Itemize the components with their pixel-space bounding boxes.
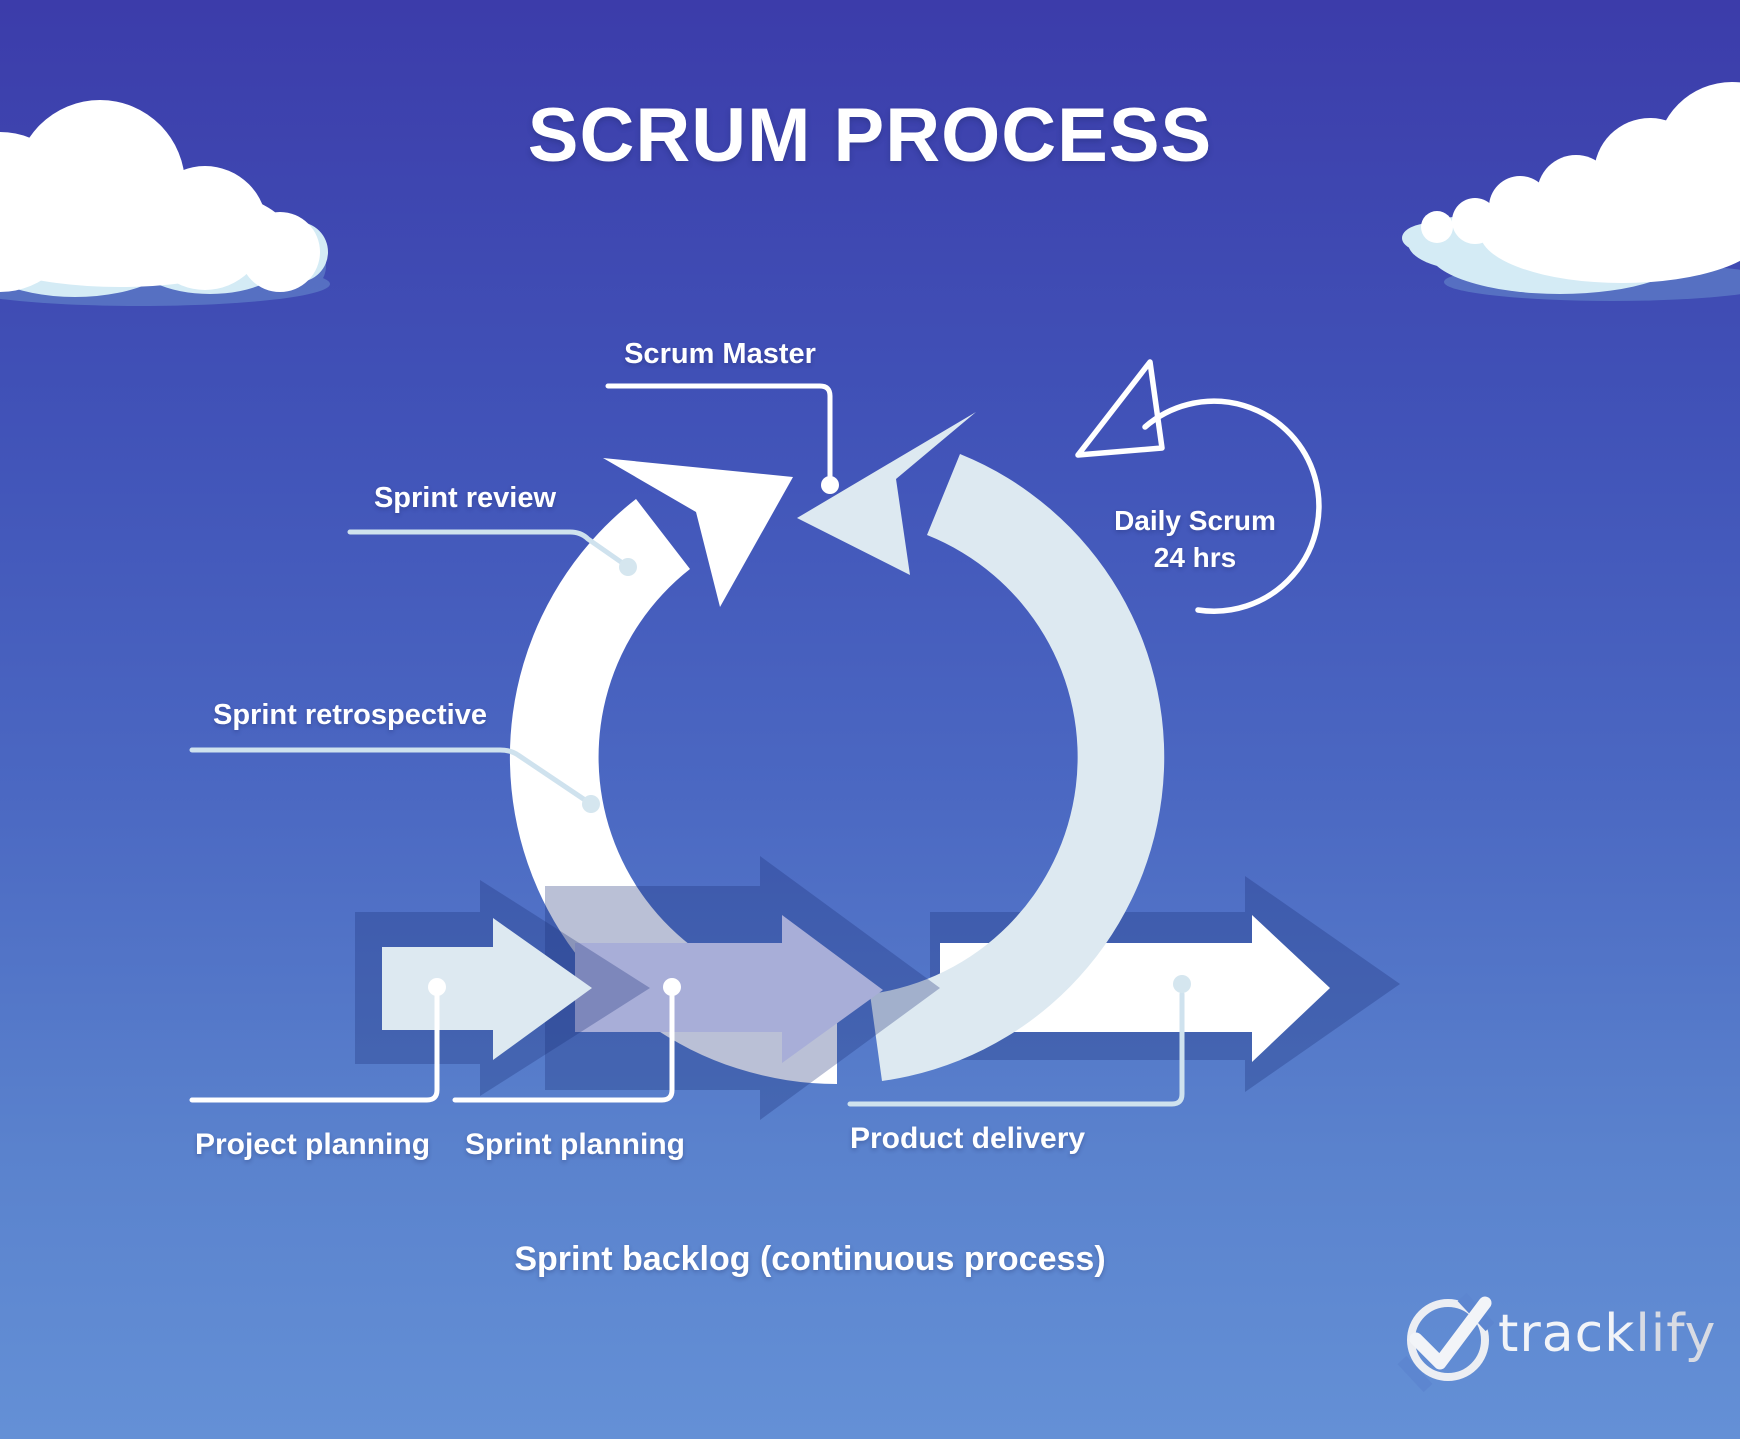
label-scrum-master: Scrum Master <box>624 338 816 370</box>
leader-dot-product-delivery <box>1173 975 1191 993</box>
sprint-planning-arrow <box>575 915 883 1063</box>
label-daily-scrum: Daily Scrum 24 hrs <box>1065 502 1325 576</box>
leader-line-product-delivery <box>847 991 1185 1107</box>
caption-sprint-backlog: Sprint backlog (continuous process) <box>514 1240 1106 1278</box>
label-sprint-retrospective: Sprint retrospective <box>213 699 487 731</box>
logo-circle-gap-bottom <box>1397 1355 1433 1393</box>
white-arc-band <box>509 499 837 1084</box>
label-sprint-planning: Sprint planning <box>465 1128 685 1161</box>
leader-line-scrum-master <box>605 383 833 479</box>
tracklify-logo-mark <box>1397 1292 1495 1393</box>
wordmark-lify: lify <box>1635 1304 1717 1364</box>
leader-line-sprint-planning <box>452 993 675 1103</box>
leader-dot-project-planning <box>428 978 446 996</box>
scrum-cycle-white-arc <box>509 458 837 1084</box>
daily-scrum-loop-icon <box>1075 359 1322 614</box>
leader-dot-scrum-master <box>821 476 839 494</box>
leader-line-sprint-review <box>347 529 624 565</box>
label-daily-scrum-line1: Daily Scrum <box>1114 505 1276 536</box>
scrum-cycle-pale-arc <box>797 412 1165 1081</box>
cloud-left-body <box>0 100 320 292</box>
leader-lines <box>189 383 1185 1107</box>
label-product-delivery: Product delivery <box>850 1122 1086 1155</box>
wordmark-track: track <box>1498 1304 1636 1364</box>
daily-scrum-loop-arc <box>1142 398 1322 614</box>
leader-dots <box>428 476 1191 996</box>
cloud-right-body <box>1421 82 1740 283</box>
tracklify-wordmark: tracklify <box>1498 1304 1716 1364</box>
check-icon <box>1409 1296 1492 1370</box>
cloud-left-icon <box>0 100 330 306</box>
white-arc-arrowhead-icon <box>603 458 793 607</box>
leader-line-sprint-retrospective <box>189 747 588 803</box>
pale-arc-arrowhead-icon <box>797 412 976 575</box>
cloud-right-icon <box>1402 82 1740 301</box>
leader-line-project-planning <box>189 993 440 1103</box>
leader-dot-sprint-retrospective <box>582 795 600 813</box>
page-title: SCRUM PROCESS <box>527 93 1213 178</box>
label-sprint-review: Sprint review <box>373 482 557 514</box>
label-daily-scrum-line2: 24 hrs <box>1153 542 1237 573</box>
leader-dot-sprint-planning <box>663 978 681 996</box>
label-project-planning: Project planning <box>195 1128 431 1161</box>
daily-scrum-loop-arrowhead-icon <box>1075 359 1165 458</box>
leader-dot-sprint-review <box>619 558 637 576</box>
pale-arc-band <box>870 454 1165 1081</box>
